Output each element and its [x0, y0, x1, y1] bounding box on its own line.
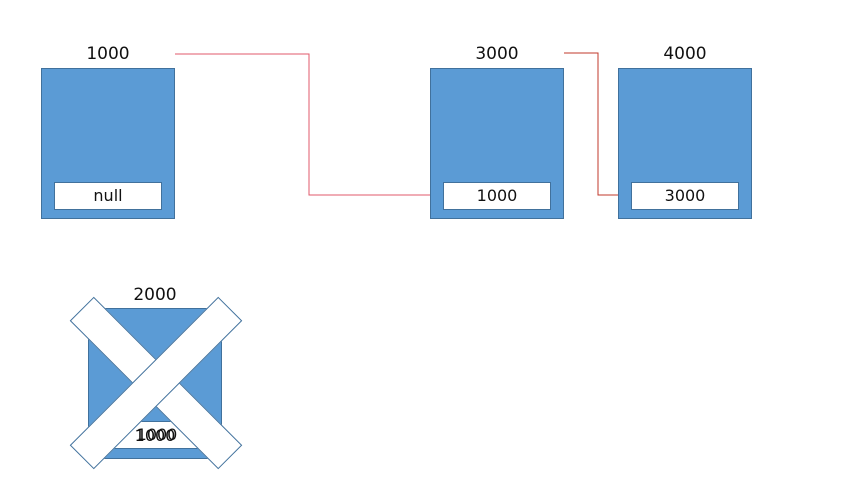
link-4000-to-3000: [564, 52, 631, 196]
node-address-label: 1000: [86, 44, 130, 64]
node-box: null: [41, 68, 175, 219]
node-pointer-value: 3000: [631, 182, 739, 210]
node-address-label: 4000: [663, 44, 707, 64]
node-pointer-value: null: [54, 182, 162, 210]
deleted-node-value-overlay: 1000: [134, 426, 176, 445]
node-box: 1000: [430, 68, 564, 219]
node-address-label: 3000: [475, 44, 519, 64]
link-3000-to-1000: [175, 53, 430, 196]
node-address-label: 2000: [133, 285, 177, 305]
node-pointer-value: 1000: [443, 182, 551, 210]
node-box: 3000: [618, 68, 752, 219]
